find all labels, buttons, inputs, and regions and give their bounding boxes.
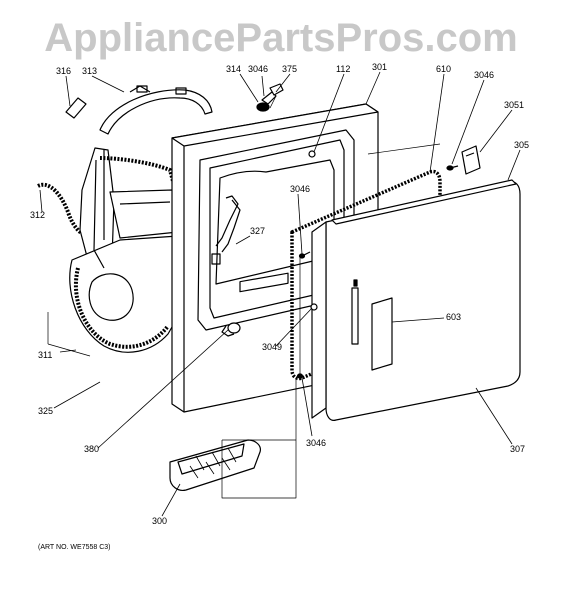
leader-lines — [39, 71, 521, 517]
callout-316: 316 — [56, 66, 71, 76]
part-380-knob — [221, 322, 241, 337]
callout-325: 325 — [38, 406, 53, 416]
callout-307: 307 — [510, 444, 525, 454]
part-316-tag — [65, 97, 87, 119]
callout-380: 380 — [84, 444, 99, 454]
callout-610: 610 — [436, 64, 451, 74]
callout-3046-right: 3046 — [474, 70, 494, 80]
callout-3049: 3049 — [262, 342, 282, 352]
callout-labels: 316 313 314 3046 375 112 301 610 3046 30… — [30, 62, 529, 526]
part-313-bracket — [99, 85, 213, 135]
callout-300: 300 — [152, 516, 167, 526]
part-610-gasket — [290, 169, 442, 381]
watermark-text: AppliancePartsPros.com — [44, 16, 518, 60]
art-number: (ART NO. WE7558 C3) — [38, 544, 111, 551]
callout-3046-top: 3046 — [248, 64, 268, 74]
callout-112: 112 — [336, 64, 350, 74]
callout-305: 305 — [514, 140, 529, 150]
part-300-handle — [169, 439, 261, 491]
callout-3046-bottom: 3046 — [306, 438, 326, 448]
callout-314: 314 — [226, 64, 241, 74]
part-3046-screw-right — [446, 165, 459, 171]
callout-375: 375 — [282, 64, 297, 74]
callout-3051: 3051 — [504, 100, 524, 110]
part-311-inner-panel — [69, 147, 180, 353]
callout-312: 312 — [30, 210, 45, 220]
callout-3046-mid: 3046 — [290, 184, 310, 194]
part-305-outer-door — [311, 179, 521, 421]
callout-301: 301 — [372, 62, 387, 72]
callout-603: 603 — [446, 312, 461, 322]
callout-311: 311 — [38, 350, 52, 360]
callout-313: 313 — [82, 66, 97, 76]
part-3051-bracket — [461, 145, 481, 175]
callout-327: 327 — [250, 226, 265, 236]
alignment-lines — [47, 95, 441, 499]
